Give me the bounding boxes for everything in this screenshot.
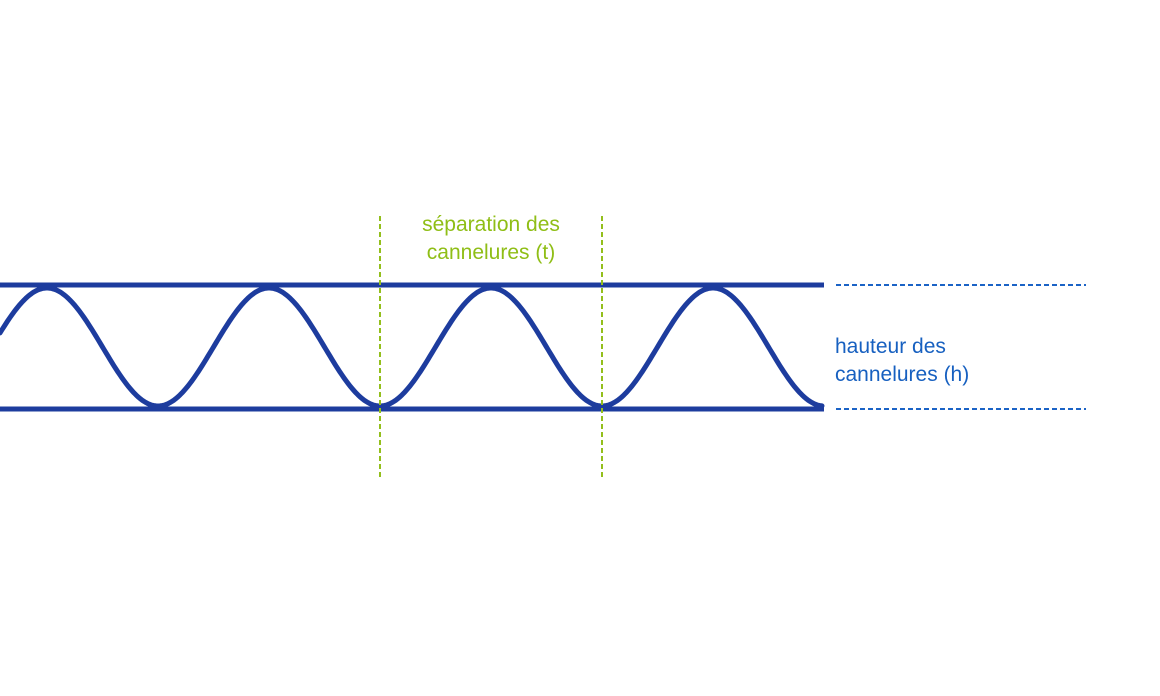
flute-height-label: hauteur des cannelures (h) [835,333,969,389]
flute-height-label-line-1: hauteur des [835,335,946,358]
flute-pitch-label-line-2: cannelures (t) [426,241,556,264]
flute-height-label-line-2: cannelures (h) [835,363,970,386]
flute-pitch-label: séparation des cannelures (t) [380,211,602,267]
flute-pitch-label-line-1: séparation des [422,213,560,236]
flute-wave [0,285,825,409]
